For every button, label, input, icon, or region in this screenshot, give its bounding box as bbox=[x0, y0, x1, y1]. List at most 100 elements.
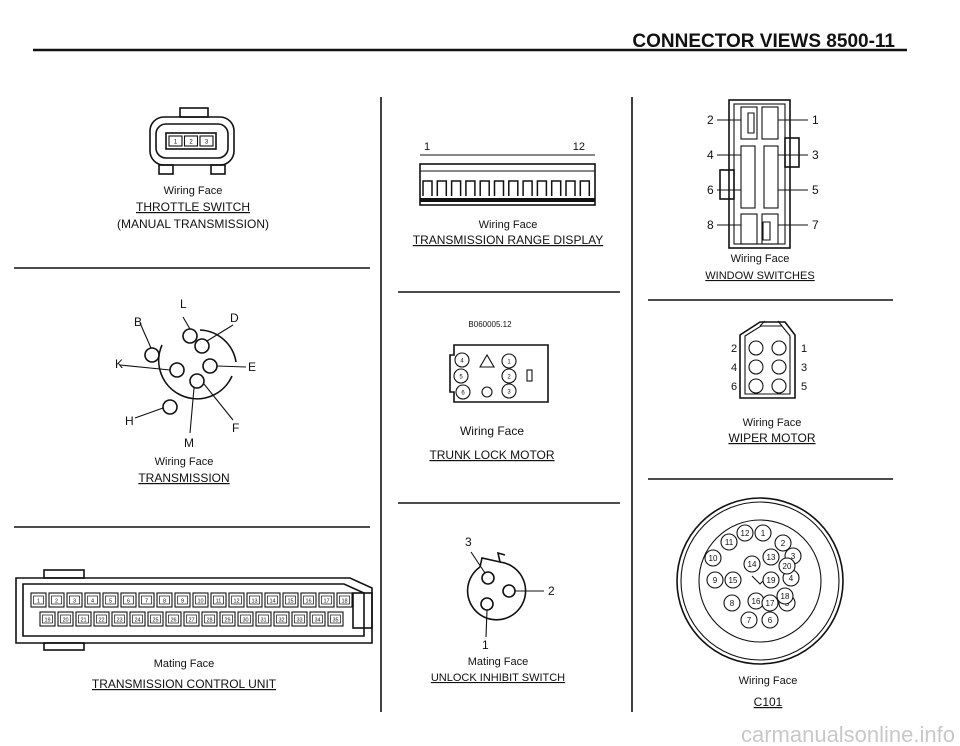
svg-text:33: 33 bbox=[296, 618, 302, 624]
svg-text:3: 3 bbox=[205, 140, 209, 146]
svg-text:30: 30 bbox=[242, 618, 248, 624]
tcu-pin: 25 bbox=[147, 611, 164, 627]
tcu-pin: 4 bbox=[84, 592, 101, 608]
svg-text:15: 15 bbox=[287, 599, 293, 605]
window-switch-pin-label: 3 bbox=[812, 148, 819, 162]
range-display-slot bbox=[508, 180, 519, 196]
c101-pin: 12 bbox=[736, 524, 754, 542]
c101-name: C101 bbox=[754, 695, 783, 709]
tcu-pin: 9 bbox=[174, 592, 191, 608]
c101-pin: 8 bbox=[723, 594, 741, 612]
svg-text:12: 12 bbox=[233, 599, 239, 605]
window-switch-pin-label: 7 bbox=[812, 218, 819, 232]
trunk-lock-pin: 5 bbox=[459, 375, 463, 381]
svg-text:7: 7 bbox=[145, 599, 148, 605]
throttle-pin: 1 bbox=[168, 135, 183, 147]
svg-text:2: 2 bbox=[781, 539, 786, 548]
window-switch-pin-label: 2 bbox=[707, 113, 714, 127]
transmission-name: TRANSMISSION bbox=[138, 471, 229, 485]
trunk-lock-pin: 2 bbox=[507, 375, 511, 381]
tcu-pin: 13 bbox=[246, 592, 263, 608]
wiper-pin-label: 4 bbox=[731, 362, 737, 374]
range-display-name: TRANSMISSION RANGE DISPLAY bbox=[413, 233, 603, 247]
svg-text:2: 2 bbox=[189, 140, 193, 146]
unlock-inhibit-connector bbox=[466, 551, 544, 638]
trunk-lock-pin: 3 bbox=[507, 390, 511, 396]
c101-pin: 15 bbox=[724, 571, 742, 589]
range-display-slot bbox=[479, 180, 490, 196]
trunk-lock-pin: 4 bbox=[460, 359, 464, 365]
tcu-pin: 28 bbox=[201, 611, 218, 627]
range-display-slot bbox=[493, 180, 505, 196]
svg-text:31: 31 bbox=[260, 618, 266, 624]
svg-text:27: 27 bbox=[188, 618, 194, 624]
trunk-lock-face-label: Wiring Face bbox=[460, 424, 524, 438]
unlock-inhibit-pin-label: 3 bbox=[465, 535, 472, 549]
svg-text:13: 13 bbox=[767, 553, 776, 562]
c101-pin: 1 bbox=[754, 524, 772, 542]
tcu-pin: 14 bbox=[264, 592, 281, 608]
unlock-inhibit-pin-label: 1 bbox=[482, 638, 489, 652]
c101-pin: 2 bbox=[774, 534, 792, 552]
svg-text:26: 26 bbox=[170, 618, 176, 624]
tcu-pin: 5 bbox=[102, 592, 119, 608]
transmission-pin-label: H bbox=[125, 414, 134, 428]
range-display-slot bbox=[522, 180, 533, 196]
c101-pin: 14 bbox=[743, 555, 761, 573]
c101-pin: 11 bbox=[720, 533, 738, 551]
svg-text:4: 4 bbox=[789, 574, 794, 583]
range-display-face-label: Wiring Face bbox=[479, 219, 538, 231]
svg-text:21: 21 bbox=[80, 618, 86, 624]
window-switches-connector bbox=[717, 99, 808, 249]
tcu-face-label: Mating Face bbox=[154, 658, 215, 670]
svg-text:16: 16 bbox=[305, 599, 311, 605]
tcu-pin: 8 bbox=[156, 592, 173, 608]
wiper-motor-face-label: Wiring Face bbox=[743, 417, 802, 429]
svg-text:6: 6 bbox=[127, 599, 130, 605]
tcu-pin: 34 bbox=[309, 611, 326, 627]
svg-text:32: 32 bbox=[278, 618, 284, 624]
throttle-pin: 2 bbox=[183, 135, 199, 147]
range-display-slot bbox=[465, 180, 476, 196]
tcu-pin: 3 bbox=[66, 592, 83, 608]
throttle-switch-face-label: Wiring Face bbox=[164, 185, 223, 197]
svg-text:23: 23 bbox=[116, 618, 122, 624]
svg-text:35: 35 bbox=[332, 618, 338, 624]
transmission-pin-label: K bbox=[115, 357, 123, 371]
wiper-pin-label: 6 bbox=[731, 381, 737, 393]
watermark: carmanualsonline.info bbox=[741, 722, 955, 746]
tcu-pin: 6 bbox=[120, 592, 137, 608]
range-display-pin-last: 12 bbox=[573, 141, 585, 153]
svg-text:9: 9 bbox=[181, 599, 184, 605]
svg-text:17: 17 bbox=[766, 599, 775, 608]
tcu-pin: 10 bbox=[192, 592, 209, 608]
svg-text:20: 20 bbox=[62, 618, 68, 624]
throttle-switch-connector: 1 2 3 bbox=[149, 107, 235, 175]
unlock-inhibit-face-label: Mating Face bbox=[468, 656, 529, 668]
svg-text:10: 10 bbox=[709, 554, 718, 563]
window-switch-pin-label: 8 bbox=[707, 218, 714, 232]
tcu-pin: 35 bbox=[327, 611, 344, 627]
window-switches-face-label: Wiring Face bbox=[731, 253, 790, 265]
svg-text:5: 5 bbox=[109, 599, 112, 605]
tcu-pin: 2 bbox=[48, 592, 65, 608]
svg-text:2: 2 bbox=[55, 599, 58, 605]
wiper-motor-connector bbox=[739, 320, 796, 399]
svg-text:15: 15 bbox=[729, 576, 738, 585]
svg-text:19: 19 bbox=[767, 576, 776, 585]
tcu-pin: 23 bbox=[111, 611, 128, 627]
c101-pin: 16 bbox=[747, 592, 765, 610]
c101-pin: 10 bbox=[704, 549, 722, 567]
transmission-pin-label: D bbox=[230, 311, 239, 325]
range-display-slot bbox=[550, 180, 562, 196]
transmission-pin-label: L bbox=[180, 297, 187, 311]
svg-text:17: 17 bbox=[323, 599, 329, 605]
window-switch-pin-label: 1 bbox=[812, 113, 819, 127]
wiper-pin-label: 2 bbox=[731, 343, 737, 355]
svg-text:16: 16 bbox=[752, 597, 761, 606]
svg-text:13: 13 bbox=[251, 599, 257, 605]
svg-text:22: 22 bbox=[98, 618, 104, 624]
c101-pin: 6 bbox=[761, 611, 779, 629]
